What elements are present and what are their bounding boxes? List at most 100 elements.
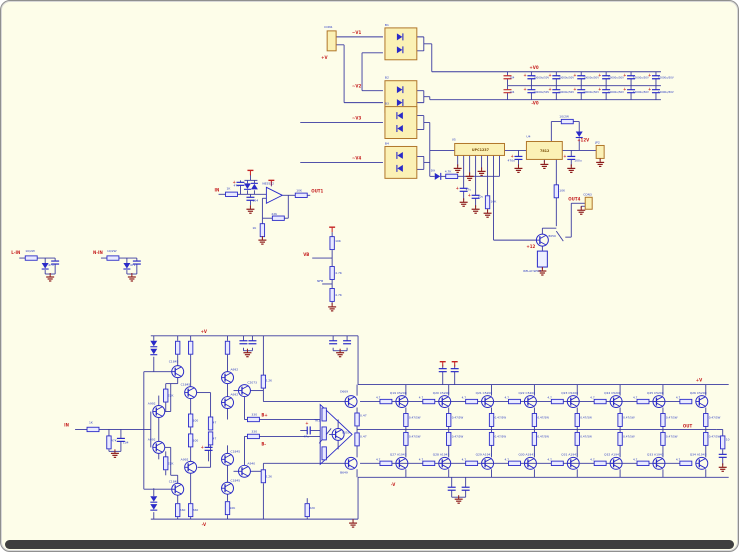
part-label: Q26 C5200 xyxy=(690,391,707,395)
part-label: 4.7 xyxy=(419,457,424,461)
part-label: 220 xyxy=(309,506,315,510)
part-label: 10K xyxy=(230,506,237,510)
polarity-mark: + xyxy=(598,73,601,78)
net-label: OUT1 xyxy=(311,188,323,193)
transistor xyxy=(570,457,578,463)
diode xyxy=(123,263,131,269)
part-label: 4.7K xyxy=(445,169,453,173)
part-label: 0.47 xyxy=(360,413,367,417)
part-label: 4.7 xyxy=(590,396,595,400)
polarity-mark: + xyxy=(623,87,626,92)
transistor xyxy=(224,489,232,494)
part-label: 0.47/5W xyxy=(666,434,678,438)
part-label: 2.2K xyxy=(265,474,273,478)
resistor xyxy=(660,431,666,446)
part-label: RELAY-SPDT xyxy=(523,269,541,273)
diode xyxy=(396,33,403,41)
diode xyxy=(397,164,403,172)
part-label: 1K xyxy=(252,226,257,230)
transistor xyxy=(156,442,163,447)
diode xyxy=(434,172,441,180)
transistor xyxy=(156,406,163,411)
transistor xyxy=(527,464,535,469)
resistor xyxy=(321,426,327,441)
resistor xyxy=(720,435,726,450)
resistor xyxy=(106,435,112,450)
net-label: -V xyxy=(391,482,396,487)
part-label: 4.7 xyxy=(633,457,638,461)
resistor xyxy=(379,460,393,466)
part-label: 47u xyxy=(303,434,309,438)
transistor xyxy=(613,402,621,407)
part-label: 10000u/50V xyxy=(558,90,574,94)
part-label: 10K xyxy=(491,199,498,203)
net-label: ~V2 xyxy=(352,84,361,89)
transistor xyxy=(399,457,407,463)
ic-upc1237-label: UPC1237 xyxy=(472,148,490,152)
resistor xyxy=(531,431,538,446)
resistor xyxy=(86,426,100,433)
resistor xyxy=(703,431,709,446)
part-label: 330 xyxy=(251,412,257,416)
diode xyxy=(150,340,158,347)
part-label: 47 xyxy=(213,436,217,440)
part-label: 0.47/5W xyxy=(623,415,635,419)
net-label: +V0 xyxy=(529,65,538,70)
resistor xyxy=(175,503,181,518)
transistor xyxy=(484,402,492,407)
part-label: Q29 A1943 xyxy=(476,452,493,456)
resistor xyxy=(260,469,267,484)
transistor xyxy=(174,490,182,495)
part-label: 0.47/5W xyxy=(580,415,592,419)
connector-con3 xyxy=(584,196,593,210)
part-label: 0.47/5W xyxy=(580,434,592,438)
connector-con1 xyxy=(326,30,337,52)
transistor xyxy=(399,464,407,469)
transistor xyxy=(442,402,449,407)
transistor xyxy=(570,402,578,407)
part-label: C1845 xyxy=(169,479,179,483)
resistor xyxy=(379,398,393,405)
part-label: A992 xyxy=(231,368,239,372)
part-label: JP2 xyxy=(594,140,600,144)
resistor xyxy=(207,431,214,446)
part-label: B649 xyxy=(340,470,348,474)
part-label: 100 xyxy=(193,438,199,442)
part-label: 10000u/50V xyxy=(658,90,674,94)
part-label: 560 xyxy=(180,508,186,512)
relay-coil xyxy=(536,250,548,268)
resistor xyxy=(329,236,335,251)
part-label: Q24 C5200 xyxy=(604,391,621,395)
resistor xyxy=(259,223,266,238)
transistor xyxy=(224,378,232,384)
resistor xyxy=(24,255,38,261)
part-label: B2 xyxy=(385,76,389,80)
part-label: Q27 A1943 xyxy=(390,452,407,456)
part-label: 47K xyxy=(111,438,118,442)
part-label: 0.47/5W xyxy=(409,434,421,438)
polarity-mark: + xyxy=(573,73,576,78)
part-label: 10000u/50V xyxy=(583,90,599,94)
resistor xyxy=(679,460,693,466)
part-label: Q32 A1943 xyxy=(604,452,621,456)
part-label: 104 xyxy=(123,440,129,444)
resistor xyxy=(574,413,580,427)
transistor xyxy=(224,397,232,402)
part-label: C1845 xyxy=(169,360,179,364)
resistor xyxy=(422,460,436,466)
part-label: 10u xyxy=(478,194,484,198)
net-label: B- xyxy=(261,441,266,446)
part-label: C1845 xyxy=(231,478,241,482)
transistor xyxy=(699,402,706,407)
part-label: 47u xyxy=(466,187,472,191)
part-label: 1K xyxy=(227,186,232,190)
resistor xyxy=(488,431,495,446)
diode xyxy=(243,183,251,189)
part-label: TR1 xyxy=(313,418,320,422)
amplifier-triangle xyxy=(265,186,284,204)
resistor xyxy=(329,266,335,280)
part-label: 104 xyxy=(509,90,514,94)
part-label: 0.47/5W xyxy=(452,434,464,438)
transistor xyxy=(699,396,706,401)
